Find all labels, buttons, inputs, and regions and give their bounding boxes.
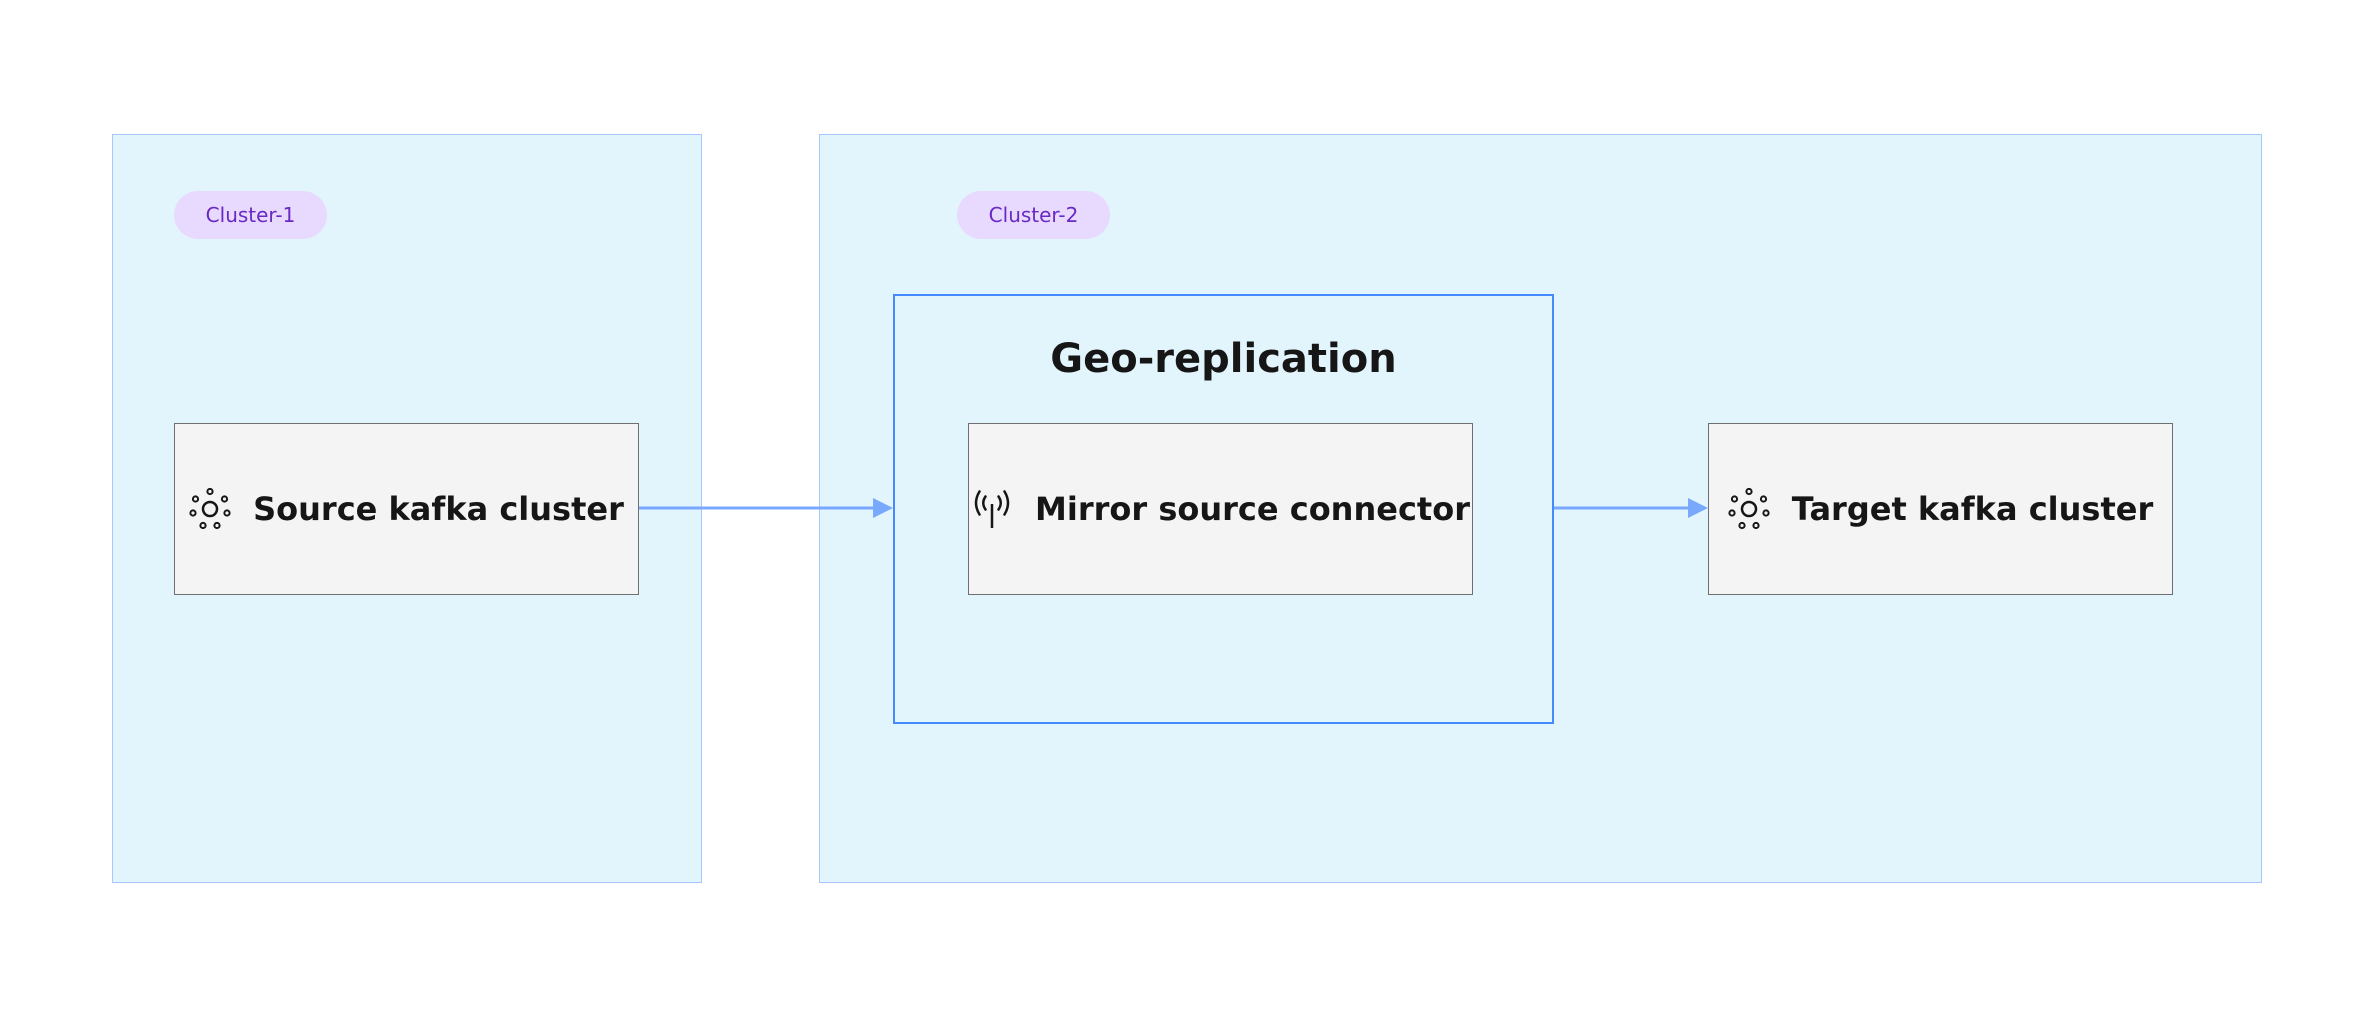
geo-replication-title: Geo-replication	[1050, 336, 1397, 382]
mirror-source-connector-node[interactable]: Mirror source connector	[968, 423, 1473, 595]
mirror-source-connector-label: Mirror source connector	[1035, 490, 1470, 528]
cluster-2-tag: Cluster-2	[957, 191, 1110, 239]
source-kafka-cluster-node[interactable]: Source kafka cluster	[174, 423, 639, 595]
antenna-icon	[974, 490, 1010, 528]
cluster-1-tag: Cluster-1	[174, 191, 327, 239]
target-kafka-cluster-label: Target kafka cluster	[1791, 490, 2154, 528]
target-kafka-cluster-node[interactable]: Target kafka cluster	[1708, 423, 2173, 595]
geo-replication-group	[893, 294, 1554, 724]
source-kafka-cluster-label: Source kafka cluster	[253, 490, 624, 528]
kafka-cluster-icon	[1728, 488, 1770, 530]
kafka-cluster-icon	[189, 488, 231, 530]
